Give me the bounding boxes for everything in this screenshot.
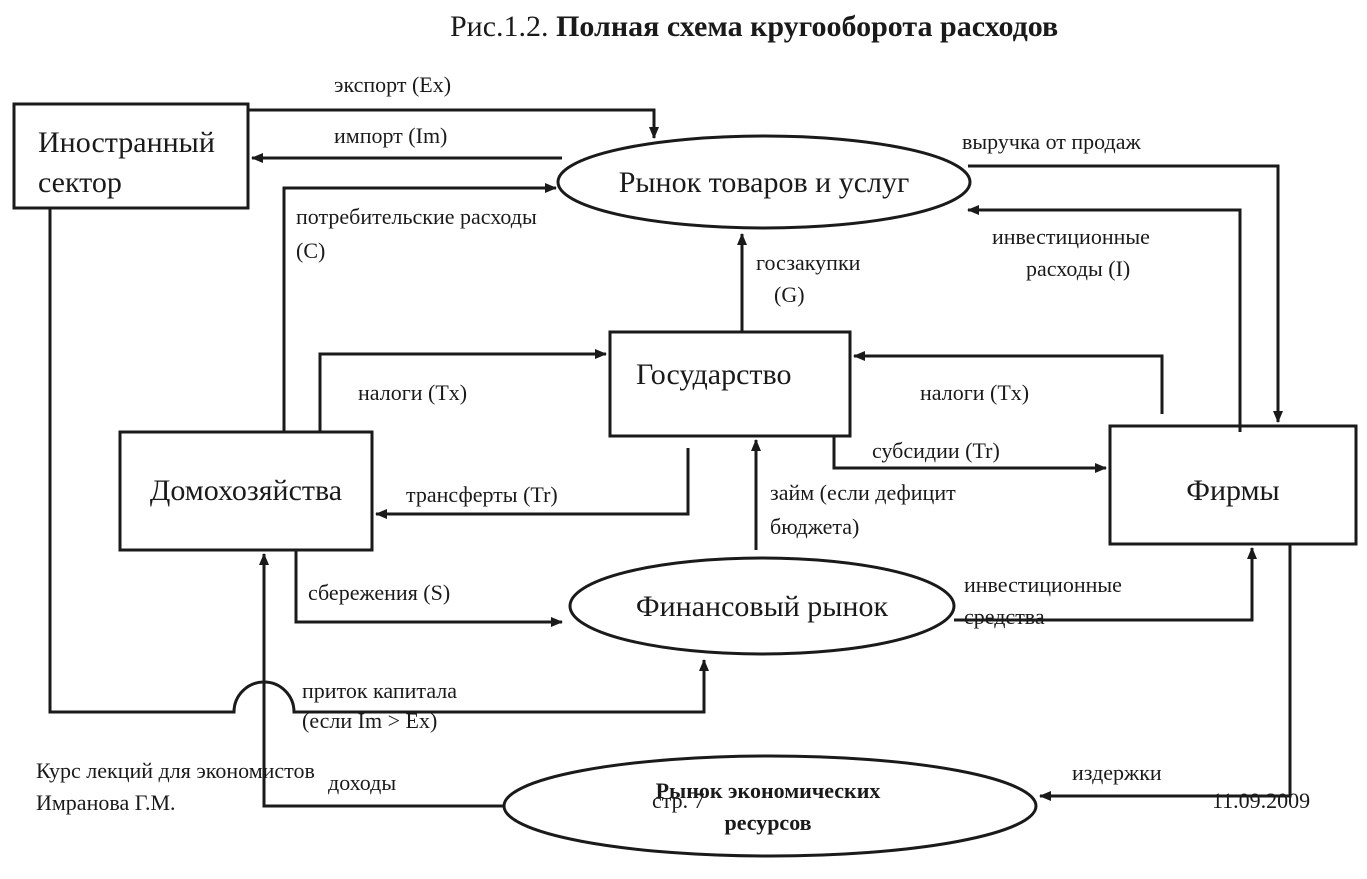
subsidies-label: субсидии (Tr) [872,438,1000,463]
footer-course: Курс лекций для экономистов [36,758,315,783]
taxes-firms-label: налоги (Tx) [920,380,1029,405]
taxes-households-label: налоги (Tx) [358,380,467,405]
foreign-sector-label-line2: сектор [38,166,122,199]
transfers-label: трансферты (Tr) [406,482,558,507]
gov-purchases-label-line1: госзакупки [756,250,861,275]
import-label: импорт (Im) [334,123,447,148]
figure-title: Рис.1.2. Полная схема кругооборота расхо… [450,10,1058,43]
taxes-firms-arrow [853,351,1164,414]
sales-revenue-arrow [968,164,1283,423]
footer-date: 11.09.2009 [1212,788,1310,813]
export-arrow [248,108,659,139]
capital-inflow-arrow [48,208,709,714]
investment-spending-label-line1: инвестиционные [992,224,1150,249]
households-label: Домохозяйства [150,474,342,507]
sales-revenue-label: выручка от продаж [962,129,1141,154]
investment-spending-label-line2: расходы (I) [1026,256,1130,281]
resource-market-label-line1: Рынок экономических [656,778,881,803]
goods-market-ellipse [556,134,972,230]
firms-label: Фирмы [1186,474,1279,507]
footer-author: Имранова Г.М. [36,790,176,815]
investment-funds-label-line1: инвестиционные [964,572,1122,597]
loan-label-line1: займ (если дефицит [770,480,956,505]
export-label: экспорт (Ex) [334,72,451,97]
investment-spending-arrow [967,205,1242,432]
footer-page-number: стр. 7 [652,788,705,813]
goods-market-label: Рынок товаров и услуг [619,166,910,199]
loan-label-line2: бюджета) [770,514,859,539]
savings-label: сбережения (S) [308,580,450,605]
investment-funds-arrow [954,547,1257,622]
capital-inflow-label-line1: приток капитала [302,678,457,703]
foreign-sector-label-line1: Иностранный [38,126,215,159]
financial-market-label: Финансовый рынок [636,590,889,623]
foreign-sector-box [12,102,250,210]
investment-funds-label-line2: средства [964,604,1045,629]
gov-purchases-label-line2: (G) [774,282,805,307]
firms-box [1108,424,1358,546]
resource-market-label-line2: ресурсов [724,810,811,835]
financial-market-ellipse [568,556,956,656]
resource-market-ellipse [502,754,1038,858]
government-label: Государство [636,358,791,391]
costs-arrow [1039,544,1292,801]
incomes-arrow [259,553,504,808]
consumer-spending-label-line1: потребительские расходы [296,204,537,229]
households-box [118,430,374,552]
subsidies-arrow [832,436,1107,473]
capital-inflow-label-line2: (если Im > Ex) [302,708,437,733]
savings-arrow [294,550,563,627]
transfers-arrow [375,448,690,519]
costs-label: издержки [1072,760,1162,785]
consumer-spending-label-line2: (C) [296,238,325,263]
government-box [608,330,852,438]
taxes-households-arrow [318,349,607,432]
consumer-spending-arrow [282,183,557,432]
incomes-label: доходы [328,770,396,795]
